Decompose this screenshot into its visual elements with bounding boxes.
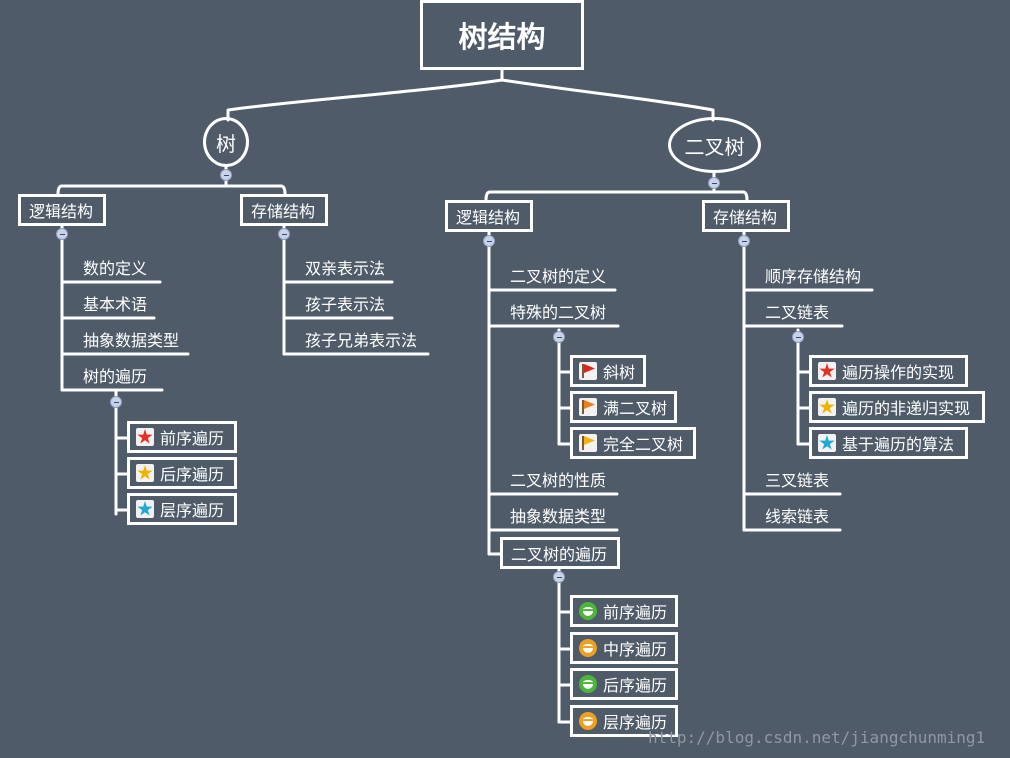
watermark: http://blog.csdn.net/jiangchunming1 [648,728,986,747]
linked-list-traversal-impl[interactable]: 遍历操作的实现 [809,355,968,387]
bt-storage-item[interactable]: 顺序存储结构 [765,267,862,286]
collapse-toggle-bt-logical[interactable] [483,235,495,247]
tree-storage-structure[interactable]: 存储结构 [240,194,328,226]
bt-storage-item[interactable]: 三叉链表 [765,471,830,490]
tree-traversal-preorder[interactable]: 前序遍历 [127,421,237,453]
tree-traversal-levelorder[interactable]: 层序遍历 [127,493,237,525]
bt-traversal-preorder[interactable]: 前序遍历 [570,595,678,627]
bt-logical-structure[interactable]: 逻辑结构 [445,200,533,232]
cyan-star-icon [818,434,836,452]
collapse-toggle-tree-traversal[interactable] [110,396,122,408]
bt-logical-item[interactable]: 抽象数据类型 [510,507,607,526]
node-tree[interactable]: 树 [203,117,249,167]
orange-flag-icon [579,398,597,416]
node-binary-tree[interactable]: 二叉树 [668,117,761,173]
red-star-icon [136,428,154,446]
red-flag-icon [579,362,597,380]
yellow-star-icon [136,464,154,482]
collapse-toggle-tree-storage[interactable] [278,228,290,240]
yellow-star-icon [818,398,836,416]
linked-list-algorithms[interactable]: 基于遍历的算法 [809,427,968,459]
cyan-star-icon [136,500,154,518]
bt-storage-item[interactable]: 线索链表 [765,507,830,526]
orange-smiley-icon [579,639,597,657]
bt-logical-item[interactable]: 特殊的二叉树 [510,303,607,322]
linked-list-nonrecursive[interactable]: 遍历的非递归实现 [809,391,985,423]
collapse-toggle-binary-linked-list[interactable] [792,331,804,343]
special-bt-complete[interactable]: 完全二叉树 [570,427,696,459]
tree-traversal-postorder[interactable]: 后序遍历 [127,457,237,489]
bt-traversal[interactable]: 二叉树的遍历 [500,537,620,569]
collapse-toggle-tree-logical[interactable] [56,228,68,240]
tree-storage-item[interactable]: 孩子兄弟表示法 [305,331,418,350]
collapse-toggle-bt-traversal[interactable] [553,571,565,583]
bt-logical-item[interactable]: 二叉树的性质 [510,471,607,490]
collapse-toggle-binary-tree[interactable] [708,177,720,189]
collapse-toggle-bt-storage[interactable] [738,235,750,247]
tree-logical-item[interactable]: 抽象数据类型 [83,331,180,350]
special-bt-full[interactable]: 满二叉树 [570,391,677,423]
root-title: 树结构 [420,0,584,70]
tree-logical-item[interactable]: 树的遍历 [83,367,148,386]
red-star-icon [818,362,836,380]
tree-storage-item[interactable]: 双亲表示法 [305,259,386,278]
bt-storage-item[interactable]: 二叉链表 [765,303,830,322]
tree-logical-item[interactable]: 数的定义 [83,259,148,278]
green-smiley-icon [579,675,597,693]
orange-smiley-icon [579,712,597,730]
special-bt-skew[interactable]: 斜树 [570,355,646,387]
bt-traversal-levelorder[interactable]: 层序遍历 [570,705,678,737]
bt-logical-item[interactable]: 二叉树的定义 [510,267,607,286]
bt-storage-structure[interactable]: 存储结构 [702,200,790,232]
collapse-toggle-tree[interactable] [220,169,232,181]
tree-logical-structure[interactable]: 逻辑结构 [18,194,106,226]
tree-logical-item[interactable]: 基本术语 [83,295,148,314]
green-smiley-icon [579,602,597,620]
tree-storage-item[interactable]: 孩子表示法 [305,295,386,314]
collapse-toggle-special-bt[interactable] [553,331,565,343]
bt-traversal-postorder[interactable]: 后序遍历 [570,668,678,700]
bt-traversal-inorder[interactable]: 中序遍历 [570,632,678,664]
yellow-flag-icon [579,434,597,452]
